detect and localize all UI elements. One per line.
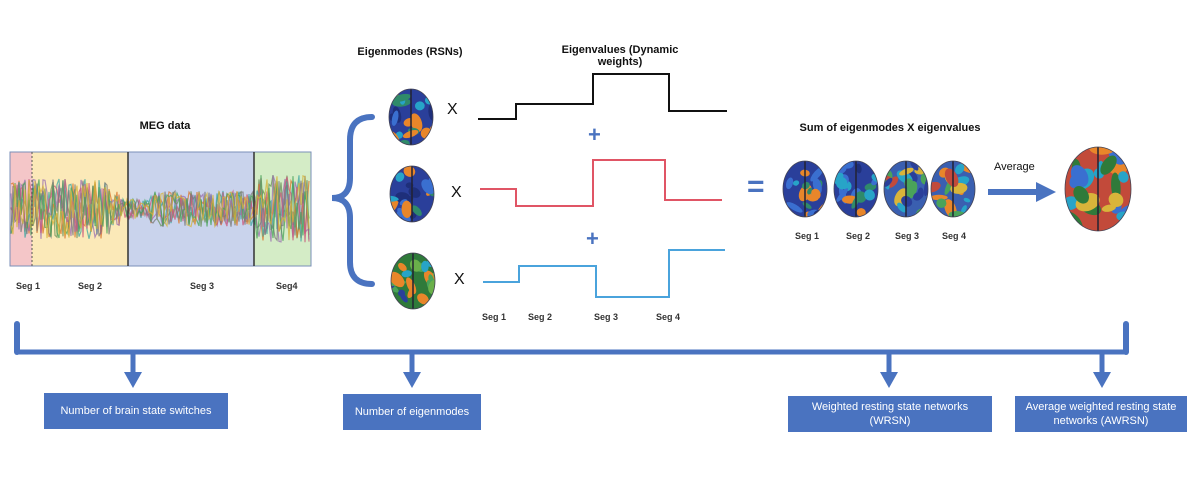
- meg-trace-line: [10, 176, 310, 243]
- eigenvalue-seg-label-3: Seg 3: [594, 312, 619, 322]
- eigenvalue-seg-label-4: Seg 4: [656, 312, 681, 322]
- sum-brain-seg2: [833, 160, 879, 218]
- output-brain-state-switches: Number of brain state switches: [44, 393, 228, 429]
- eigenvalue-trace-3: [483, 249, 725, 298]
- meg-seg-label-4: Seg4: [276, 281, 298, 291]
- average-arrow: [988, 182, 1056, 202]
- eigenvalue-seg-label-1: Seg 1: [482, 312, 507, 322]
- curly-brace: [331, 114, 375, 287]
- sum-seg-label-3: Seg 3: [895, 231, 920, 241]
- output-wrsn: Weighted resting state networks (WRSN): [788, 396, 992, 432]
- meg-panel: [9, 151, 312, 267]
- bottom-bracket: [14, 321, 1129, 388]
- meg-seg-label-3: Seg 3: [190, 281, 215, 291]
- average-label: Average: [994, 161, 1035, 173]
- sum-title: Sum of eigenmodes X eigenvalues: [799, 122, 981, 134]
- sum-brain-seg3: [883, 160, 929, 218]
- eigenmode-brain-2: [389, 165, 435, 223]
- meg-title: MEG data: [139, 120, 191, 132]
- eigenvalue-trace-2: [480, 159, 722, 207]
- meg-seg-label-2: Seg 2: [78, 281, 103, 291]
- eigenvalue-trace-1: [478, 73, 727, 120]
- eigenmode-brain-3: [390, 252, 436, 310]
- output-number-of-eigenmodes: Number of eigenmodes: [343, 394, 481, 430]
- sum-seg-label-4: Seg 4: [942, 231, 967, 241]
- meg-trace-line: [10, 174, 310, 241]
- sum-brain-seg4: [930, 160, 976, 218]
- multiply-sign-1: X: [447, 101, 458, 118]
- eigenmode-brain-1: [388, 88, 434, 146]
- multiply-sign-3: X: [454, 271, 465, 288]
- average-brain: [1064, 146, 1132, 232]
- multiply-sign-2: X: [451, 184, 462, 201]
- meg-frame: [9, 151, 312, 267]
- plus-sign-1: +: [588, 122, 601, 147]
- eigenvalue-seg-label-2: Seg 2: [528, 312, 553, 322]
- meg-seg-label-1: Seg 1: [16, 281, 41, 291]
- eigenvalues-title: Eigenvalues (Dynamic weights): [561, 44, 679, 68]
- sum-seg-label-2: Seg 2: [846, 231, 871, 241]
- sum-seg-label-1: Seg 1: [795, 231, 820, 241]
- plus-sign-2: +: [586, 226, 599, 251]
- sum-brain-seg1: [782, 160, 828, 218]
- output-awrsn: Average weighted resting state networks …: [1015, 396, 1187, 432]
- equals-sign: =: [747, 170, 765, 203]
- eigenmodes-title: Eigenmodes (RSNs): [357, 46, 463, 58]
- meg-traces: [10, 174, 310, 243]
